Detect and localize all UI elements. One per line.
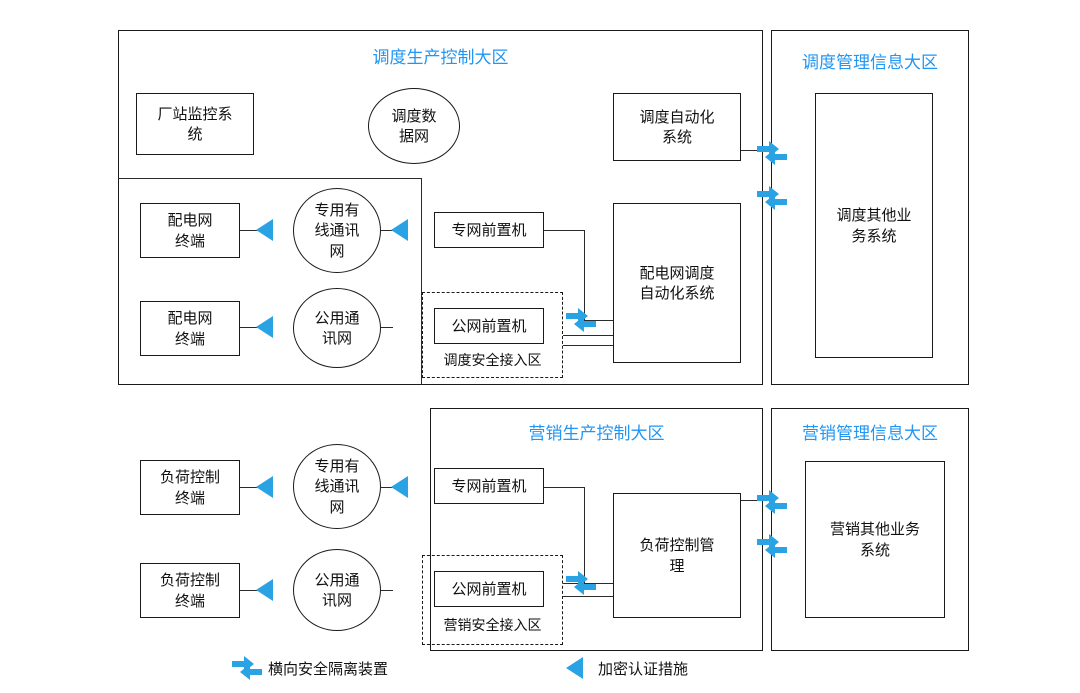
line-terminal1-to-net1 <box>240 230 264 231</box>
node-load-terminal-2-label: 负荷控制 终端 <box>159 571 220 610</box>
legend-encryption-label: 加密认证措施 <box>598 660 689 678</box>
node-private-front-2-box <box>434 468 544 504</box>
node-public-front-1-label: 公网前置机 <box>451 316 527 335</box>
zone-dispatch-secure-access-label: 调度安全接入区 <box>443 352 542 369</box>
zone-dispatch-secure-access <box>422 292 563 378</box>
title-dispatch-production-control: 调度生产控制大区 <box>372 48 509 68</box>
title-market-management-info: 营销管理信息大区 <box>802 424 938 444</box>
legend-encryption-icon <box>566 657 583 679</box>
isolation-device-icon-3 <box>566 307 596 333</box>
node-public-net-2-label: 公用通 讯网 <box>314 570 360 609</box>
node-market-other-biz-label: 营销其他业务 系统 <box>829 520 920 559</box>
line-front1-into-dist <box>584 320 613 321</box>
line-net-to-private-front2 <box>381 487 393 488</box>
line-front1-right <box>544 230 584 231</box>
node-dist-terminal-2-label: 配电网 终端 <box>167 309 213 348</box>
node-dispatch-auto-box <box>613 93 741 161</box>
region-notch-vline <box>421 178 422 385</box>
line-terminal2-to-net2 <box>240 327 264 328</box>
node-private-wired-net-2-label: 专用有 线通讯 网 <box>314 457 360 516</box>
node-private-wired-net-2-ellipse <box>293 444 381 529</box>
line-front1-down <box>584 230 585 320</box>
line-private-front2-down <box>584 487 585 583</box>
region-market-production-control <box>430 408 763 651</box>
node-public-front-2-box <box>434 571 544 607</box>
node-private-wired-net-1-label: 专用有 线通讯 网 <box>314 201 360 260</box>
title-market-production-control: 营销生产控制大区 <box>528 424 665 444</box>
arrow-encryption-4 <box>256 476 273 498</box>
node-load-terminal-2-box <box>140 563 240 618</box>
node-load-control-mgmt-box <box>613 493 741 618</box>
node-dist-terminal-2-box <box>140 301 240 356</box>
node-dispatch-data-net-label: 调度数 据网 <box>391 106 437 145</box>
node-dispatch-auto-label: 调度自动化 系统 <box>639 107 715 146</box>
arrow-encryption-1 <box>256 219 273 241</box>
zone-market-secure-access <box>422 555 563 645</box>
legend-isolation-icon <box>232 655 262 681</box>
zone-market-secure-access-label: 营销安全接入区 <box>443 617 542 634</box>
line-public-front2-right <box>563 583 613 584</box>
node-dist-dispatch-auto-label: 配电网调度 自动化系统 <box>639 263 715 302</box>
node-load-terminal-1-box <box>140 460 240 515</box>
region-notch-hline <box>118 178 422 179</box>
node-plant-monitor-box <box>136 93 254 155</box>
node-plant-monitor-label: 厂站监控系 统 <box>157 104 233 143</box>
line-public-front1-right <box>563 335 613 336</box>
line-private-front2-right <box>544 487 584 488</box>
node-dispatch-data-net-ellipse <box>368 88 460 164</box>
isolation-device-icon-6 <box>566 570 596 596</box>
line-public-front2-right2 <box>563 596 613 597</box>
arrow-encryption-3 <box>256 316 273 338</box>
legend-isolation-label: 横向安全隔离装置 <box>268 660 389 678</box>
node-public-front-2-label: 公网前置机 <box>451 579 527 598</box>
region-market-management-info <box>771 408 969 651</box>
node-dist-dispatch-auto-box <box>613 203 741 363</box>
node-private-wired-net-1-ellipse <box>293 188 381 273</box>
node-dispatch-other-biz-box <box>815 93 933 358</box>
node-market-other-biz-box <box>805 461 945 618</box>
node-public-net-2-ellipse <box>293 549 381 631</box>
isolation-device-icon-2 <box>757 185 787 211</box>
arrow-encryption-2 <box>391 219 408 241</box>
isolation-device-icon-5 <box>757 533 787 559</box>
isolation-device-icon-4 <box>757 489 787 515</box>
line-net1-to-front1 <box>381 230 393 231</box>
line-load-mgmt-to-region <box>741 500 757 501</box>
isolation-device-icon-1 <box>757 140 787 166</box>
line-net2-to-front2 <box>381 327 393 328</box>
node-load-terminal-1-label: 负荷控制 终端 <box>159 468 220 507</box>
node-public-net-1-ellipse <box>293 288 381 368</box>
node-dist-terminal-1-box <box>140 203 240 258</box>
node-public-net-1-label: 公用通 讯网 <box>314 308 360 347</box>
title-dispatch-management-info: 调度管理信息大区 <box>802 53 938 73</box>
node-dist-terminal-1-label: 配电网 终端 <box>167 211 213 250</box>
line-net-to-public-front2 <box>381 590 393 591</box>
node-private-front-2-label: 专网前置机 <box>451 476 527 495</box>
node-dispatch-other-biz-label: 调度其他业 务系统 <box>836 206 912 245</box>
region-dispatch-management-info <box>771 30 969 385</box>
arrow-encryption-6 <box>256 579 273 601</box>
node-public-front-1-box <box>434 308 544 344</box>
line-load-terminal1-to-net <box>240 487 264 488</box>
line-dispatch-auto-to-region <box>741 150 763 151</box>
node-private-front-1-label: 专网前置机 <box>451 220 527 239</box>
region-dispatch-production-control <box>118 30 763 385</box>
arrow-encryption-5 <box>391 476 408 498</box>
node-load-control-mgmt-label: 负荷控制管 理 <box>639 536 715 575</box>
node-private-front-1-box <box>434 212 544 248</box>
line-load-terminal2-to-net <box>240 590 264 591</box>
line-public-front1-right2 <box>563 345 613 346</box>
